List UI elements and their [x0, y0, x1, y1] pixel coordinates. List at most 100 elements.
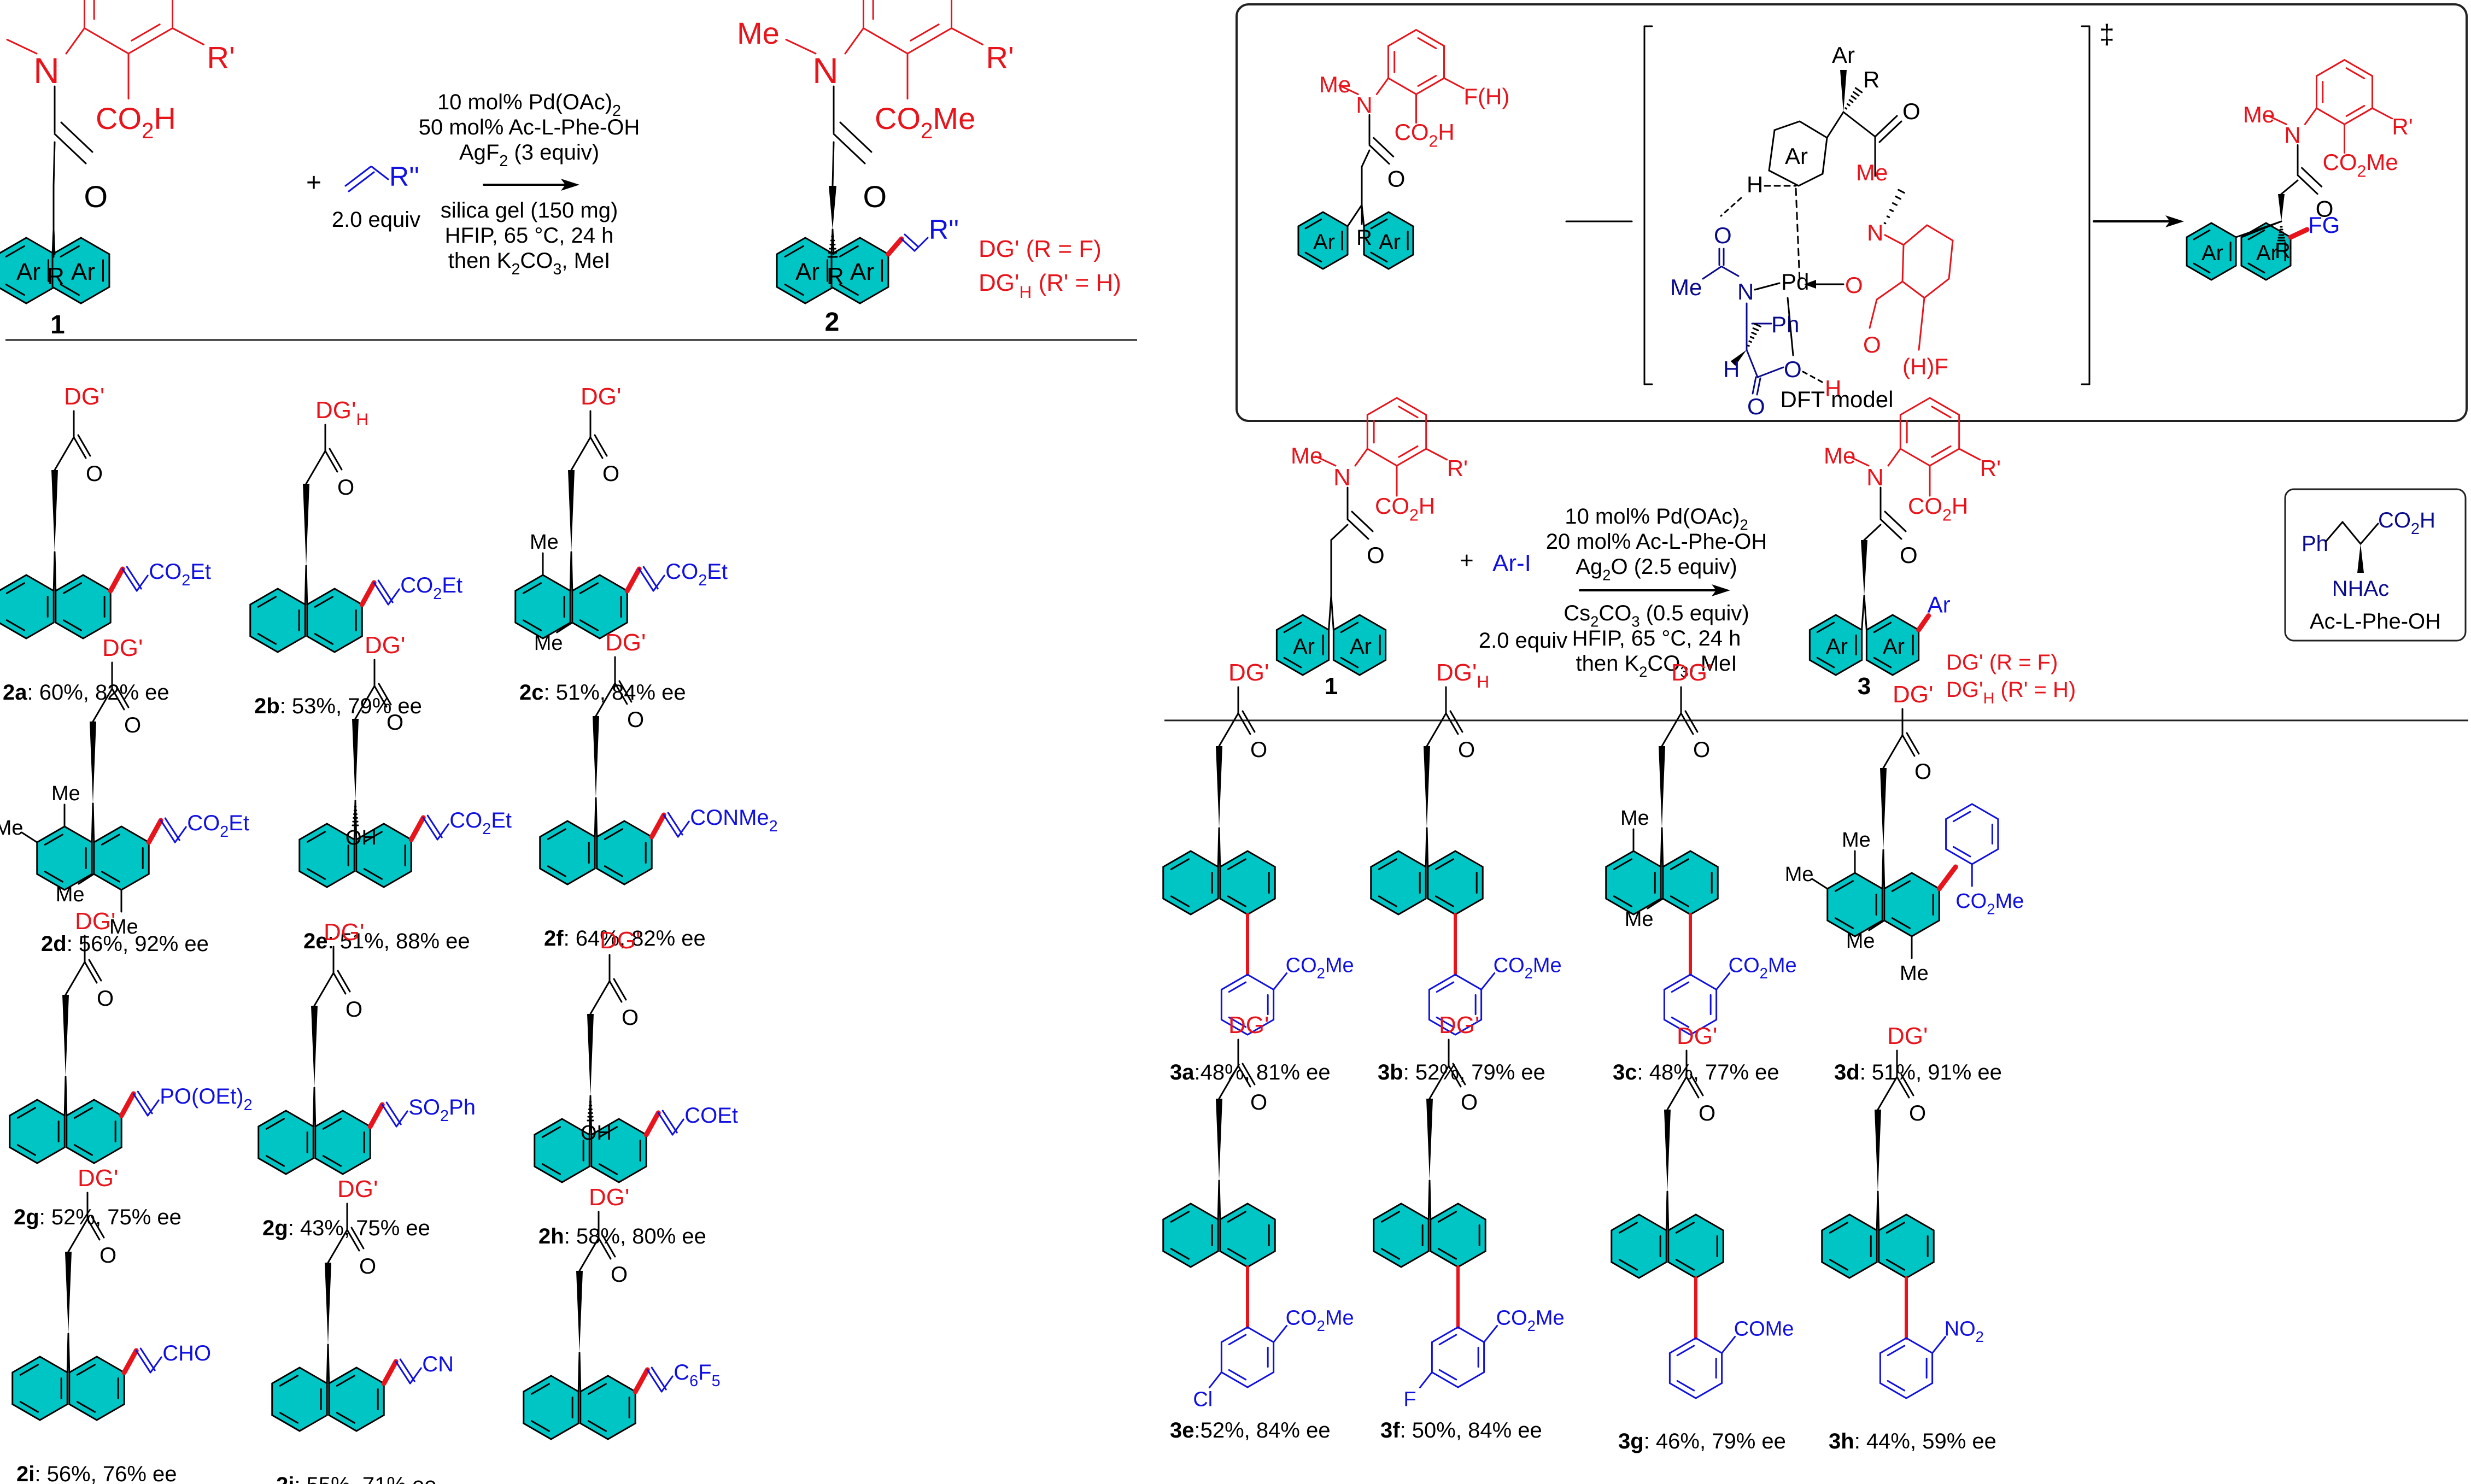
ch2-bond [570, 436, 592, 471]
substituent-label: CO2Et [449, 808, 512, 838]
oxygen-label: O [124, 713, 141, 737]
compound-id: 2i [16, 1462, 34, 1484]
new-bond-highlight [643, 1110, 661, 1137]
olefin-bond [642, 566, 659, 590]
arrow-head [2165, 215, 2184, 227]
carbonyl-bond [618, 680, 633, 703]
ring-double-bond [522, 582, 542, 594]
substituent-bond [1273, 1325, 1288, 1343]
ring-double-bond [587, 1383, 607, 1395]
ring-double-bond [1437, 1248, 1457, 1260]
halide-label: Cl [1193, 1388, 1213, 1411]
aryl-ring-left [523, 1375, 579, 1440]
yield-ee: : 51%, 88% ee [328, 929, 470, 953]
directing-group-label: DG' [365, 632, 405, 659]
co2h-label: CO2H [2378, 508, 2435, 538]
directing-group-label: DG' [1228, 659, 1269, 686]
compound-id: 3g [1618, 1429, 1644, 1453]
hydrogen-label: H [1723, 356, 1740, 382]
ring-double-bond [1170, 1211, 1190, 1223]
ligand-bond [1756, 377, 1761, 396]
c-aryl-bond [1426, 827, 1429, 868]
ring-double-bond [1227, 858, 1246, 870]
ring-double-bond [1891, 917, 1911, 929]
n-me-bond [1338, 84, 1359, 95]
ch2-bond [1661, 712, 1682, 747]
ar-label: Ar [71, 259, 95, 285]
new-bond-highlight [886, 236, 904, 257]
c-f-bond [1918, 297, 1925, 351]
yield-ee: : 56%, 76% ee [34, 1462, 177, 1484]
olefin-bond [646, 1369, 663, 1393]
ch2-bond [1218, 1065, 1239, 1100]
ring-double-bond [5, 582, 25, 594]
new-bond-highlight [408, 815, 426, 842]
ring-double-bond [1816, 656, 1835, 668]
nhac-label: NHAc [2332, 577, 2389, 601]
new-bond-highlight [649, 812, 666, 840]
oxygen-label: O [1902, 98, 1920, 124]
oxygen-label: O [1699, 1101, 1715, 1125]
wedge-bond [1875, 1110, 1881, 1192]
ar-label: Ar [1785, 143, 1808, 169]
c-aryl-bond [570, 551, 573, 592]
ring-double-bond [1816, 621, 1835, 634]
ring-double-bond [336, 1375, 355, 1387]
aryl-ring-right [55, 574, 112, 640]
carbonyl-bond [324, 450, 338, 473]
carbonyl-bond [350, 1227, 365, 1250]
yield-caption: 2e: 51%, 88% ee [303, 929, 470, 953]
c-aryl-bond [54, 551, 57, 592]
ring-double-bond [1438, 1369, 1457, 1381]
ring-double-bond [1283, 621, 1302, 634]
oxygen-label: O [97, 987, 114, 1011]
r-prime-label: R' [1980, 455, 2001, 481]
wedge-bond [1424, 746, 1430, 828]
h-bond [1802, 371, 1824, 384]
ring-double-bond [1340, 621, 1359, 634]
hash-bond [1892, 202, 1898, 206]
carboxyl-bond [1869, 298, 1878, 329]
arrow-head [561, 179, 579, 191]
c-aryl-bond [1330, 595, 1334, 631]
carbonyl-bond [1690, 1074, 1704, 1096]
wedge-bond [1426, 1099, 1433, 1181]
ring-double-bond [16, 1144, 36, 1156]
olefin-bond [387, 588, 400, 606]
halide-bond [1208, 1371, 1222, 1388]
methyl-label: Me [56, 883, 85, 906]
yield-caption: 2f: 64%, 82% ee [544, 926, 706, 951]
carbonyl-bond [111, 688, 125, 711]
oxygen-label: O [1909, 1101, 1926, 1125]
compound-id: 2j [276, 1473, 294, 1484]
ring-double-bond [257, 596, 277, 608]
carbonyl-bond [77, 434, 91, 457]
r-prime-bond [951, 27, 984, 45]
ring-double-bond [1228, 981, 1247, 993]
aryl-ring-right [68, 1356, 125, 1421]
yield-ee: : 52%, 79% ee [1403, 1060, 1545, 1084]
co2me-label: CO2Me [2323, 149, 2398, 181]
yield-ee: : 48%, 77% ee [1637, 1060, 1779, 1084]
wedge-bond [1730, 350, 1747, 366]
yield-ee: : 62%, 75% ee [552, 1481, 694, 1484]
ch2-bond [578, 1237, 600, 1272]
oxygen-label: O [1900, 542, 1918, 568]
ring-double-bond [1436, 1016, 1455, 1028]
olefin-bond [373, 582, 389, 606]
wedge-bond [311, 1006, 318, 1088]
ring-double-bond [60, 245, 80, 257]
methyl-bond [556, 621, 573, 634]
ring-double-bond [598, 1126, 618, 1138]
c-aryl-bond [1882, 849, 1886, 890]
ar-label: Ar [1826, 635, 1848, 659]
compound-id: 3b [1378, 1060, 1403, 1084]
n-me-bond [2267, 114, 2287, 125]
c-aryl-bond [1218, 827, 1221, 868]
aryl-ring-right [66, 1099, 122, 1164]
oxygen-label: O [1863, 332, 1881, 357]
oxygen-label: O [1458, 738, 1475, 762]
carbonyl-bond [91, 1216, 105, 1239]
hash-bond [1853, 91, 1860, 97]
